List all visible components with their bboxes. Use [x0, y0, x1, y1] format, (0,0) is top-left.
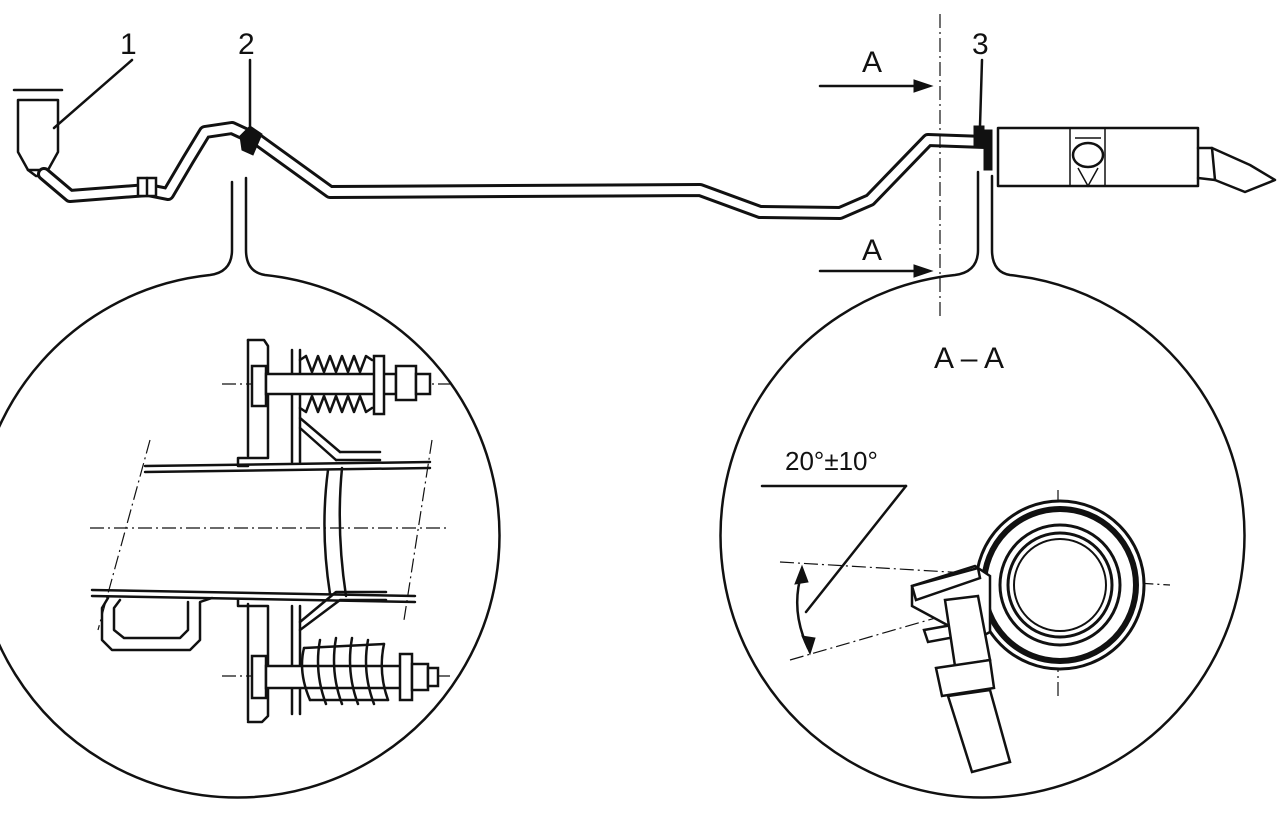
pipe-clamp-ring [974, 499, 1146, 671]
muffler [996, 126, 1200, 188]
section-line: A A [818, 14, 941, 320]
detail-view-section-a-a: A – A 20°±10° [719, 170, 1246, 799]
callout-labels: 1 2 3 [52, 28, 989, 130]
callout-2: 2 [238, 28, 255, 61]
hanger-bracket [100, 596, 214, 652]
section-marker-top: A [862, 46, 882, 79]
flange-joint-2 [239, 125, 263, 156]
converter-part-1 [12, 88, 64, 178]
callout-3: 3 [972, 28, 989, 61]
flange-plate [236, 338, 270, 468]
callout-1: 1 [120, 28, 137, 61]
bolt-spring-top [222, 354, 450, 462]
exhaust-pipe-assembly [12, 88, 1277, 220]
pipe-section [90, 439, 450, 631]
clamp-bolt [910, 564, 1012, 774]
flange-joint-3 [973, 125, 985, 149]
bolt-spring-bottom [222, 590, 450, 706]
angle-label: 20°±10° [785, 446, 878, 476]
detail-view-flange-2 [0, 176, 501, 799]
section-title: A – A [934, 342, 1004, 375]
section-marker-bottom: A [862, 234, 882, 267]
tailpipe [1196, 146, 1277, 194]
